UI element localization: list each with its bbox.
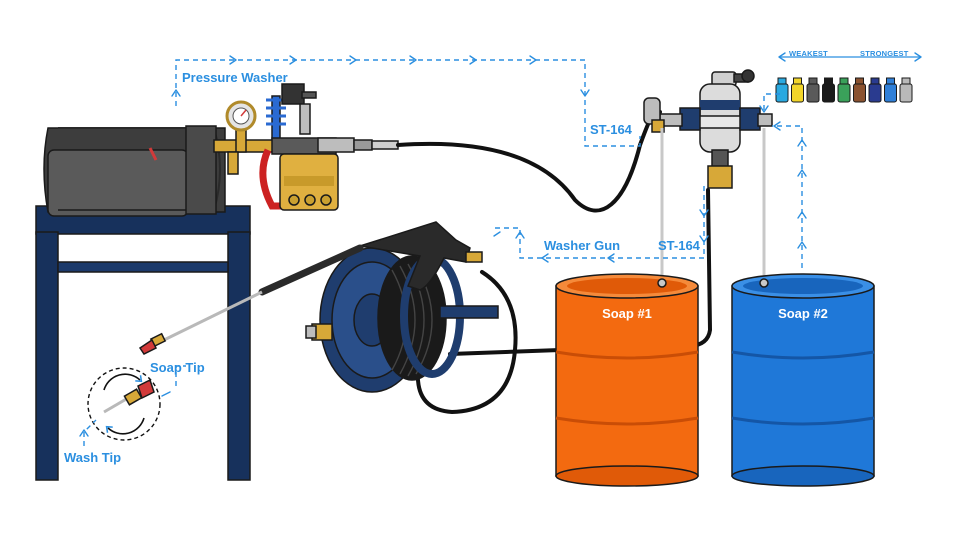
nozzle-tip-8 <box>884 77 897 103</box>
pressure-washer-label: Pressure Washer <box>182 70 288 85</box>
pressure-washer-motor <box>43 125 226 217</box>
st164-top-label: ST-164 <box>590 122 633 137</box>
hose-reel <box>305 247 499 393</box>
st164-bottom-label: ST-164 <box>658 238 701 253</box>
weakest-label: WEAKEST <box>789 49 828 58</box>
soap-tip-label: Soap Tip <box>150 360 205 375</box>
washer-gun-label: Washer Gun <box>544 238 620 253</box>
flow-paths <box>79 55 807 446</box>
wash-tip-label: Wash Tip <box>64 450 121 465</box>
nozzle-tip-scale <box>775 77 913 103</box>
soap-2-drum <box>731 273 875 487</box>
soap-2-label: Soap #2 <box>778 306 828 321</box>
nozzle-tip-7 <box>868 77 882 103</box>
tip-swap-detail <box>87 367 161 441</box>
pressure-washer-pump <box>213 83 399 211</box>
nozzle-scale-arrows <box>778 52 922 62</box>
washer-gun <box>138 221 483 355</box>
soap-1-label: Soap #1 <box>602 306 652 321</box>
nozzle-tip-5 <box>837 77 851 103</box>
st164-injector <box>643 69 773 189</box>
pickup-tubes <box>660 128 766 284</box>
nozzle-tip-6 <box>853 77 866 103</box>
nozzle-tip-1 <box>775 77 789 103</box>
nozzle-tip-4 <box>822 77 835 103</box>
nozzle-tip-2 <box>791 77 804 103</box>
nozzle-tip-3 <box>806 77 820 103</box>
strongest-label: STRONGEST <box>860 49 909 58</box>
soap-1-drum <box>555 273 699 487</box>
machine-stand <box>35 205 251 481</box>
nozzle-tip-9 <box>899 77 913 103</box>
